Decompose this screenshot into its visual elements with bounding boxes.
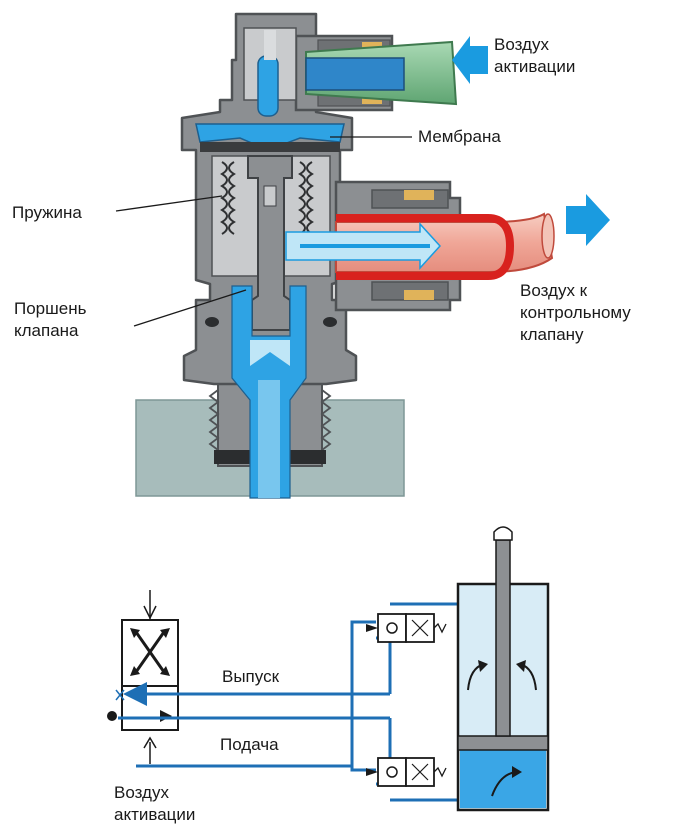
label-activation-air-bottom-line1: Воздух (114, 783, 169, 802)
label-piston-line2: клапана (14, 321, 79, 340)
pneumatic-cylinder (456, 526, 550, 812)
check-valve-lower (366, 757, 447, 787)
rod-tip (493, 526, 513, 541)
label-exhaust: Выпуск (222, 667, 280, 686)
leader-spring (115, 195, 223, 212)
label-activation-air-bottom-line2: активации (114, 805, 196, 824)
label-activation-air-top-line1: Воздух (494, 35, 549, 54)
spring-coils-left (220, 161, 236, 235)
piston-rod (495, 539, 511, 737)
label-air-to-control-line3: клапану (520, 325, 584, 344)
label-air-to-control-line1: Воздух к (520, 281, 588, 300)
activation-air-arrow (452, 36, 488, 84)
spring-coils-right (298, 161, 314, 235)
pneumatic-schematic (107, 526, 550, 812)
valve-section (115, 12, 610, 499)
label-air-to-control-line2: контрольному (520, 303, 631, 322)
label-supply: Подача (220, 735, 279, 754)
outlet-air-arrow (566, 194, 610, 246)
label-activation-air-top: Воздух активации (494, 34, 575, 78)
check-valve-upper (366, 613, 447, 643)
label-piston-line1: Поршень (14, 299, 87, 318)
label-membrane: Мембрана (418, 127, 501, 146)
label-activation-air-top-line2: активации (494, 57, 576, 76)
label-air-to-control: Воздух к контрольному клапану (520, 280, 631, 346)
label-piston: Поршень клапана (14, 298, 86, 342)
control-valve-symbol (107, 590, 179, 764)
leader-piston (133, 289, 247, 327)
label-spring: Пружина (12, 203, 82, 222)
label-activation-air-bottom: Воздух активации (114, 782, 195, 826)
